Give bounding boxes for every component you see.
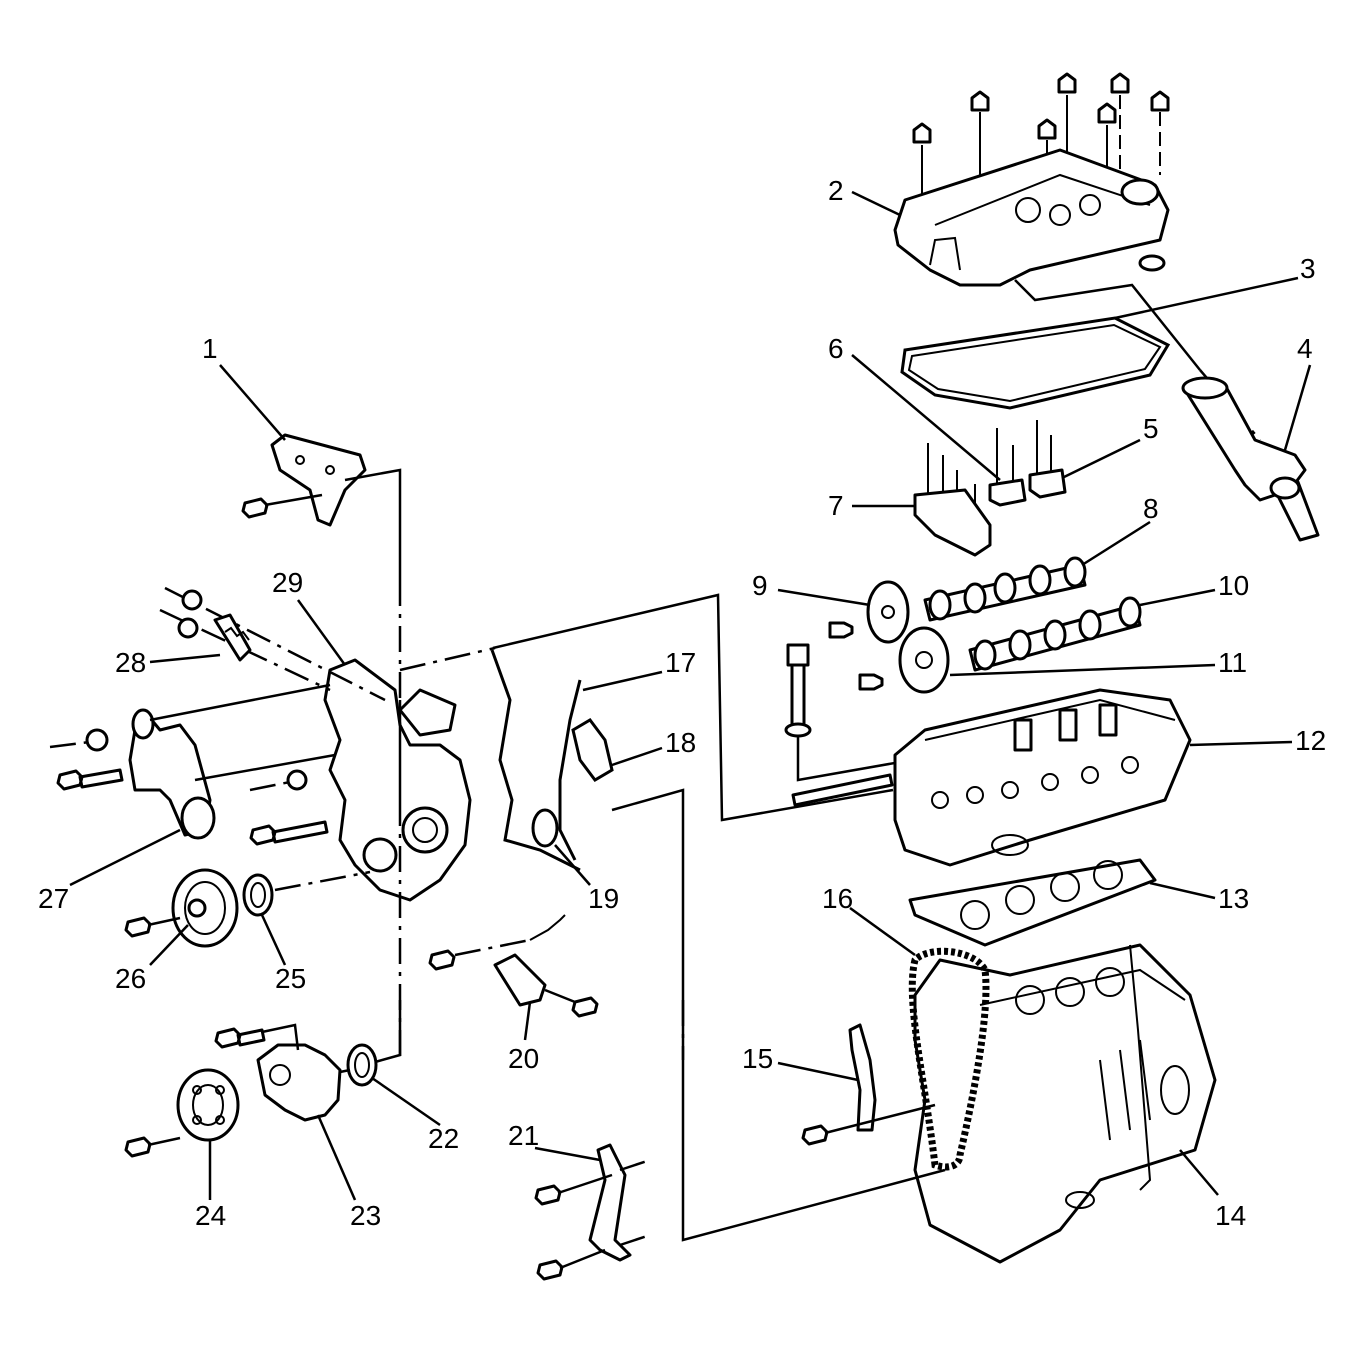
callout-19: 19 [588,883,619,914]
callout-28: 28 [115,647,146,678]
callout-8: 8 [1143,493,1159,524]
stud [791,773,894,807]
callout-25: 25 [275,963,306,994]
tensioner-spring [213,613,252,662]
chain-guide [534,1143,651,1281]
valve-cover-gasket [900,316,1171,410]
exhaust-camshaft [923,556,1087,622]
callout-9: 9 [752,570,768,601]
bearing-caps [913,468,1067,557]
water-pump [214,1023,342,1122]
callout-15: 15 [742,1043,773,1074]
callout-4: 4 [1297,333,1313,364]
crankshaft-pulley [124,868,239,948]
crankshaft-seal [242,873,274,917]
callout-26: 26 [115,963,146,994]
ventilation-pipe [1181,376,1320,542]
water-pump-pulley [124,1068,240,1158]
head-bolt [784,643,812,738]
callout-16: 16 [822,883,853,914]
engine-mount-bracket [241,433,367,527]
valve-cover [893,148,1170,287]
oil-pump-gasket [571,718,614,782]
callout-23: 23 [350,1200,381,1231]
callout-17: 17 [665,647,696,678]
callout-1: 1 [202,333,218,364]
callout-2: 2 [828,175,844,206]
timing-chain-cover [323,658,472,902]
intake-sprocket [858,626,950,694]
exhaust-sprocket [828,580,910,644]
engine-block [913,943,1217,1264]
callout-11: 11 [1218,647,1247,678]
callout-5: 5 [1143,413,1159,444]
chain-slipper [801,1023,877,1146]
callout-14: 14 [1215,1200,1246,1231]
callout-20: 20 [508,1043,539,1074]
callout-27: 27 [38,883,69,914]
cylinder-head [893,688,1192,867]
timing-cover-gasket [490,649,582,872]
callout-3: 3 [1300,253,1316,284]
callout-18: 18 [665,727,696,758]
belt-tensioner [56,708,216,840]
callout-22: 22 [428,1123,459,1154]
intake-camshaft [968,596,1142,672]
callout-6: 6 [828,333,844,364]
camshaft-position-sensor [428,914,599,1018]
callout-21: 21 [508,1120,539,1151]
head-gasket [908,858,1157,947]
callout-29: 29 [272,567,303,598]
callout-10: 10 [1218,570,1249,601]
callout-12: 12 [1295,725,1326,756]
timing-chain [908,947,990,1171]
callout-24: 24 [195,1200,226,1231]
callout-13: 13 [1218,883,1249,914]
water-pump-o-ring [346,1043,378,1087]
callout-7: 7 [828,490,844,521]
idler-pulley-bolts [159,586,386,702]
